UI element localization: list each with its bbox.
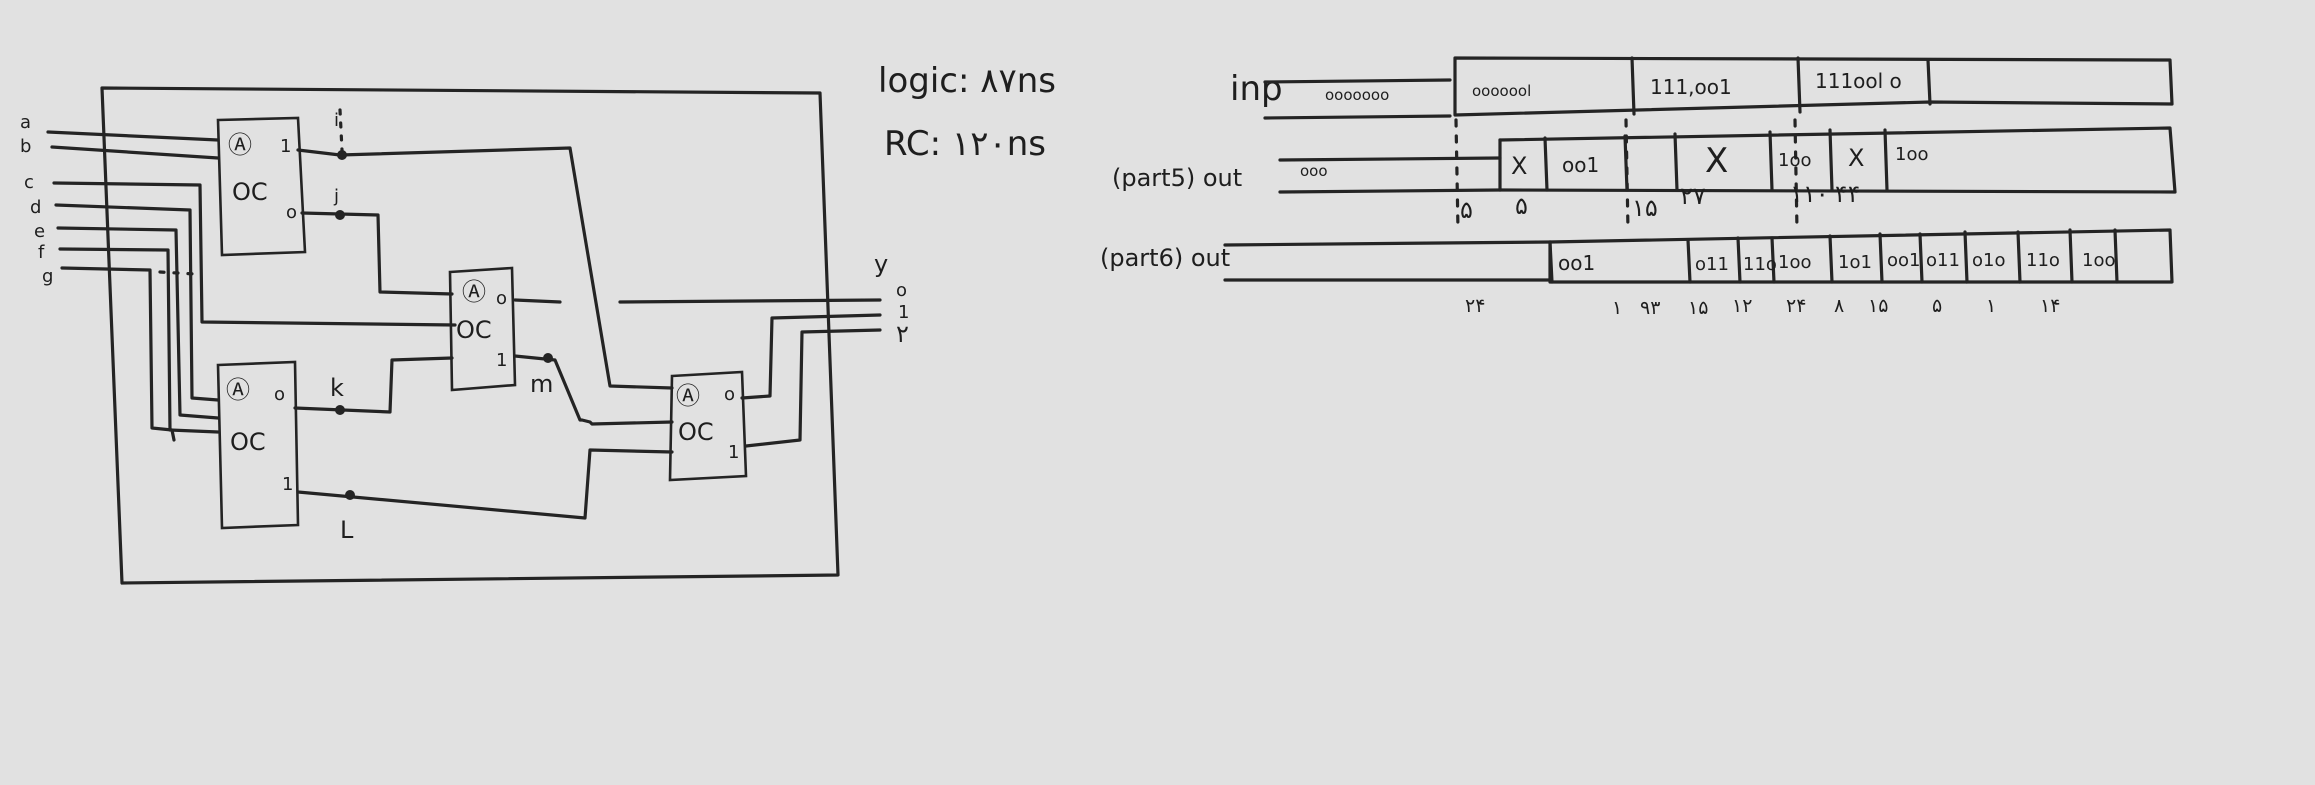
part6-cell-5: oo1 <box>1887 250 1920 271</box>
inp-cell-2: 111,oo1 <box>1650 75 1732 99</box>
waveform-part6: (part6) out oo1 o11 11o 1oo 1o1 oo1 o11 … <box>1100 228 2174 319</box>
part6-tick-9: ۱ <box>1986 295 1996 317</box>
block-4-tag: Ⓐ <box>676 382 700 410</box>
part5-tick-5: ۴۴ <box>1835 180 1861 208</box>
block-3-out-bottom: 1 <box>282 474 293 495</box>
part5-tick-0: ۵ <box>1460 196 1473 224</box>
part5-tick-2: ۱۵ <box>1632 194 1658 222</box>
waveform-inp-label: inp <box>1230 69 1283 109</box>
logic-block-2: Ⓐ o OC 1 <box>448 266 517 392</box>
input-label-d: d <box>30 197 41 218</box>
input-label-c: c <box>24 172 34 193</box>
part6-cell-0: oo1 <box>1558 251 1595 275</box>
part6-tick-0: ۲۴ <box>1465 295 1485 317</box>
part6-cell-3: 1oo <box>1778 252 1811 273</box>
part6-tick-2: ۹۳ <box>1640 297 1660 319</box>
net-labels: i j k m L <box>330 110 553 544</box>
output-label-1: 1 <box>898 302 909 323</box>
waveform-inp: inp ooooooo ooooool 111,oo1 111ool o <box>1230 56 2174 120</box>
block-2-out-bottom: 1 <box>496 350 507 371</box>
net-label-m: m <box>530 370 553 398</box>
part5-cell-0: X <box>1511 152 1527 180</box>
timing-notes: logic: ۸۷ns RC: ۱۲۰ns <box>878 61 1056 164</box>
part6-cell-8: 11o <box>2026 250 2060 271</box>
inp-cell-3: 111ool o <box>1815 69 1902 93</box>
net-label-k: k <box>330 374 344 402</box>
block-3-tag: Ⓐ <box>226 376 250 404</box>
circuit-diagram: a b c d e f g Ⓐ OC 1 o <box>20 86 909 585</box>
part6-cell-4: 1o1 <box>1838 252 1872 273</box>
logic-block-4: Ⓐ o OC 1 <box>668 370 748 482</box>
enclosure-frame <box>100 86 840 585</box>
part6-tick-7: ۱۵ <box>1868 295 1888 317</box>
part6-tick-4: ۱۲ <box>1732 295 1752 317</box>
net-label-j: j <box>333 186 339 207</box>
net-junctions <box>335 150 553 500</box>
waveform-diagram: inp ooooooo ooooool 111,oo1 111ool o (pa… <box>1100 56 2177 319</box>
part5-tick-1: ۵ <box>1515 192 1528 220</box>
block-1-out-bottom: o <box>286 202 297 223</box>
block-1-tag: Ⓐ <box>228 131 252 159</box>
net-label-i: i <box>334 110 339 131</box>
part5-initial-value: ooo <box>1300 162 1328 180</box>
input-wires <box>46 130 457 442</box>
waveform-part6-label: (part6) out <box>1100 244 1230 272</box>
part6-cell-1: o11 <box>1695 254 1729 275</box>
part5-cell-3: 1oo <box>1778 150 1811 171</box>
block-3-oc-label: OC <box>230 428 266 456</box>
part6-cell-6: o11 <box>1926 250 1960 271</box>
input-label-f: f <box>38 242 45 263</box>
internal-wires <box>293 108 882 520</box>
part5-tick-3: ۲۷ <box>1680 182 1706 210</box>
input-label-a: a <box>20 112 31 133</box>
junction-i <box>337 150 347 160</box>
output-label-y: y <box>874 250 888 278</box>
output-label-2: ٢ <box>896 320 909 348</box>
part6-tick-8: ۵ <box>1932 295 1942 317</box>
junction-m <box>543 353 553 363</box>
logic-block-1: Ⓐ OC 1 o <box>216 116 307 257</box>
part5-tick-4: ۱۱۰ <box>1790 180 1829 208</box>
part6-tick-3: ۱۵ <box>1688 297 1708 319</box>
part6-tick-6: ۸ <box>1834 295 1844 317</box>
junction-j <box>335 210 345 220</box>
part6-cell-9: 1oo <box>2082 250 2115 271</box>
block-1-oc-label: OC <box>232 178 268 206</box>
part6-tick-5: ۲۴ <box>1786 295 1806 317</box>
part6-tick-1: ۱ <box>1612 297 1622 319</box>
inp-cell-1: ooooool <box>1472 82 1531 100</box>
junction-k <box>335 405 345 415</box>
block-4-out-bottom: 1 <box>728 442 739 463</box>
part5-cell-4: X <box>1848 144 1864 172</box>
logic-block-3: Ⓐ OC o 1 <box>216 360 300 530</box>
block-2-oc-label: OC <box>456 316 492 344</box>
logic-delay-note: logic: ۸۷ns <box>878 61 1056 101</box>
part6-cell-7: o1o <box>1972 250 2005 271</box>
part5-cell-2: X <box>1705 141 1728 181</box>
net-label-l: L <box>340 516 354 544</box>
part6-cell-2: 11o <box>1743 254 1777 275</box>
part6-tick-10: ۱۴ <box>2040 295 2060 317</box>
junction-l <box>345 490 355 500</box>
output-labels: y o 1 ٢ <box>874 250 909 348</box>
block-3-out-top: o <box>274 384 285 405</box>
block-4-oc-label: OC <box>678 418 714 446</box>
part5-cell-5: 1oo <box>1895 144 1928 165</box>
output-label-o: o <box>896 280 907 301</box>
input-label-e: e <box>34 221 45 242</box>
input-labels: a b c d e f g <box>20 112 53 287</box>
block-1-out-top: 1 <box>280 136 291 157</box>
block-2-tag: Ⓐ <box>462 278 486 306</box>
block-4-out-top: o <box>724 384 735 405</box>
block-2-out-top: o <box>496 288 507 309</box>
inp-cell-0: ooooooo <box>1325 86 1389 104</box>
part5-cell-1: oo1 <box>1562 153 1599 177</box>
input-label-g: g <box>42 266 53 287</box>
rc-delay-note: RC: ۱۲۰ns <box>884 124 1046 164</box>
waveform-part5-label: (part5) out <box>1112 164 1242 192</box>
input-label-b: b <box>20 136 31 157</box>
waveform-part5: (part5) out ooo X oo1 X 1oo X 1oo ۵ ۵ ۱۵… <box>1112 118 2177 232</box>
